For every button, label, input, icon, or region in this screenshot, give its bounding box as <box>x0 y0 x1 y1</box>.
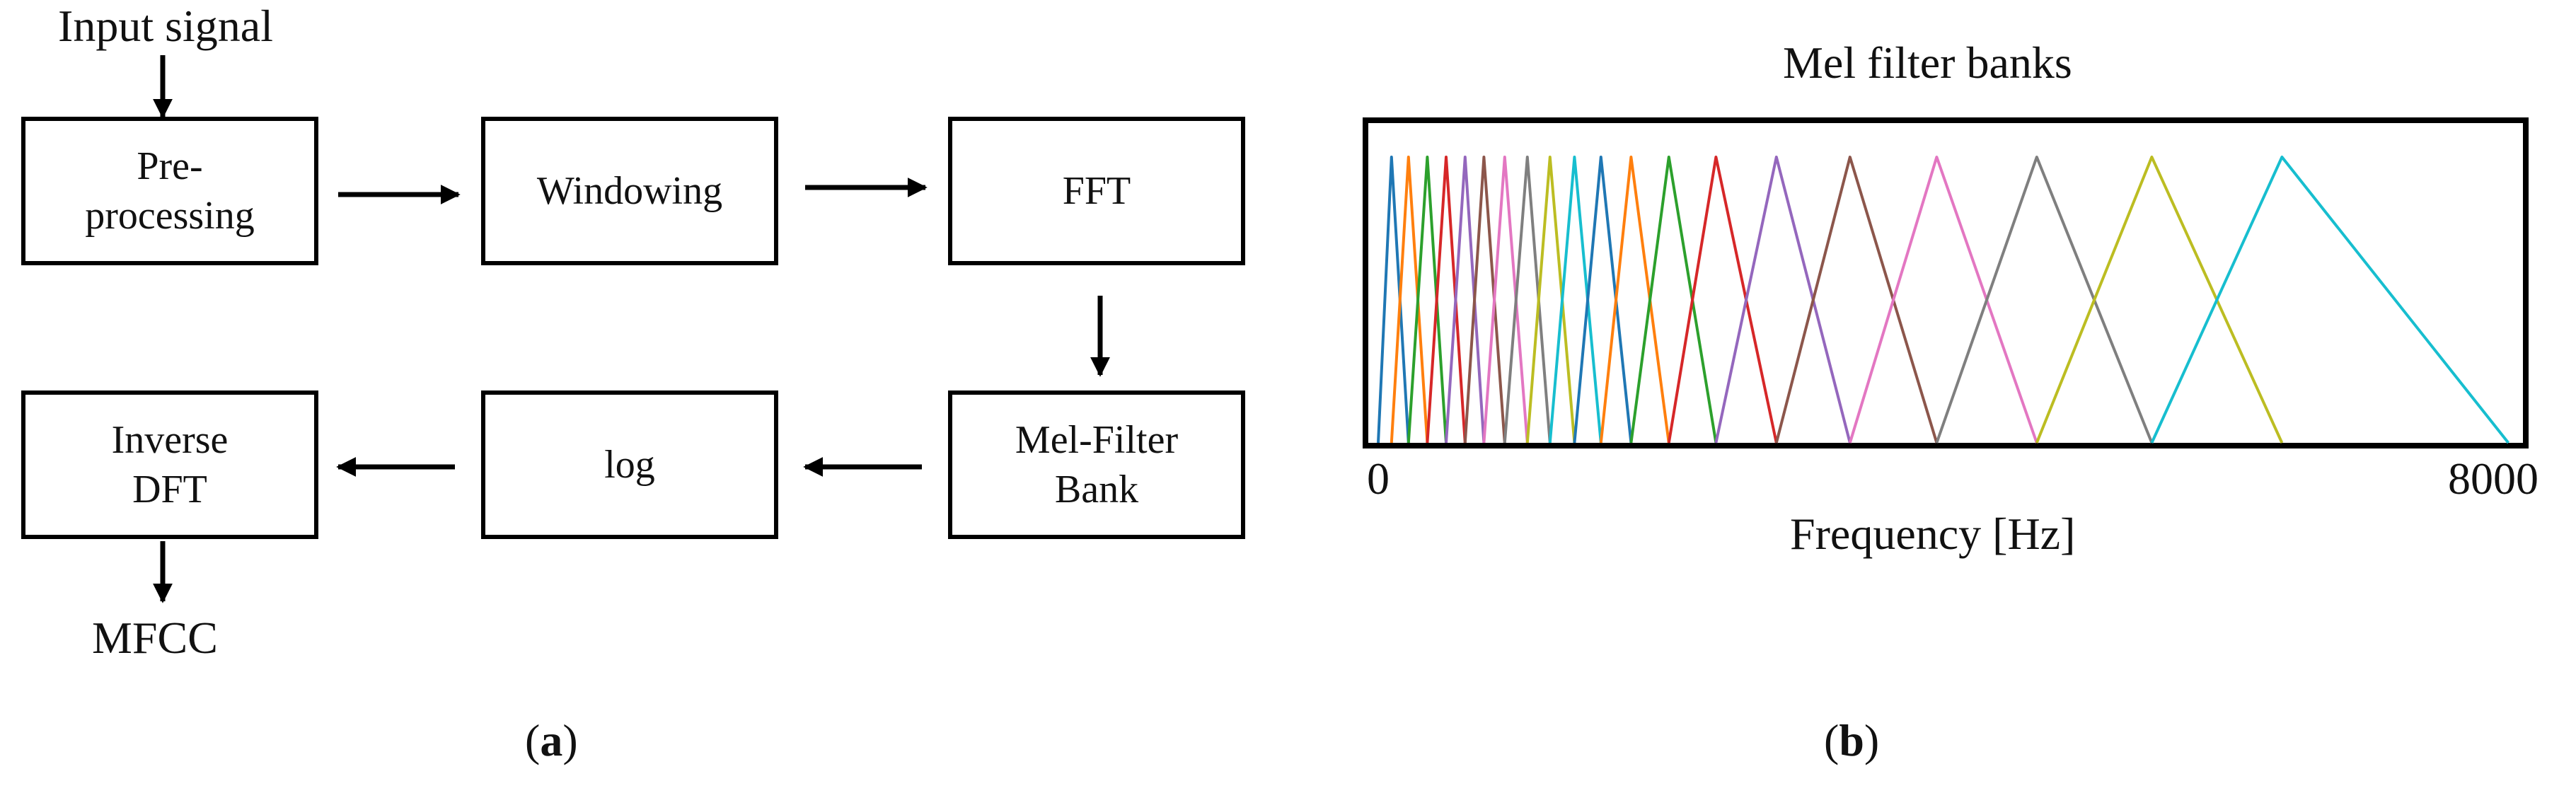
chart-frame <box>1363 117 2529 448</box>
inverse-dft-block: Inverse DFT <box>21 390 318 539</box>
mel-filter-7 <box>1482 156 1529 444</box>
mel-filter-5 <box>1445 156 1486 444</box>
panel-a-caption: (a) <box>525 715 578 765</box>
mel-filter-8 <box>1503 156 1552 444</box>
mfcc-output-label: MFCC <box>92 613 218 663</box>
fft-block: FFT <box>948 117 1245 265</box>
mel-filter-bank-block: Mel-Filter Bank <box>948 390 1245 539</box>
mel-filter-19 <box>2035 156 2284 444</box>
x-tick-8000: 8000 <box>2448 453 2539 504</box>
panel-a-letter: a <box>540 715 563 765</box>
input-signal-label: Input signal <box>58 1 273 51</box>
mel-filter-17 <box>1848 156 2038 444</box>
mel-chart <box>1363 117 2529 448</box>
mel-filter-9 <box>1525 156 1576 444</box>
panel-b-caption: (b) <box>1824 715 1880 765</box>
mel-filter-13 <box>1629 156 1718 444</box>
mel-filter-18 <box>1935 156 2154 444</box>
mel-filter-11 <box>1573 156 1633 444</box>
mel-filter-12 <box>1599 156 1670 444</box>
mel-filter-1 <box>1377 156 1410 444</box>
mel-filter-2 <box>1390 156 1429 444</box>
log-block: log <box>481 390 778 539</box>
preprocessing-block: Pre- processing <box>21 117 318 265</box>
mel-filter-15 <box>1714 156 1852 444</box>
mel-filter-10 <box>1548 156 1602 444</box>
mel-filter-14 <box>1667 156 1778 444</box>
mel-filter-16 <box>1774 156 1939 444</box>
windowing-block: Windowing <box>481 117 778 265</box>
mel-filter-20 <box>2150 156 2509 444</box>
filter-lines-group <box>1377 156 2509 444</box>
mel-filter-6 <box>1463 156 1506 444</box>
x-tick-0: 0 <box>1367 453 1390 504</box>
x-axis-label: Frequency [Hz] <box>1790 509 2076 559</box>
chart-title: Mel filter banks <box>1783 37 2072 88</box>
mel-filter-4 <box>1426 156 1467 444</box>
mel-filter-3 <box>1407 156 1448 444</box>
panel-b-letter: b <box>1839 715 1864 765</box>
